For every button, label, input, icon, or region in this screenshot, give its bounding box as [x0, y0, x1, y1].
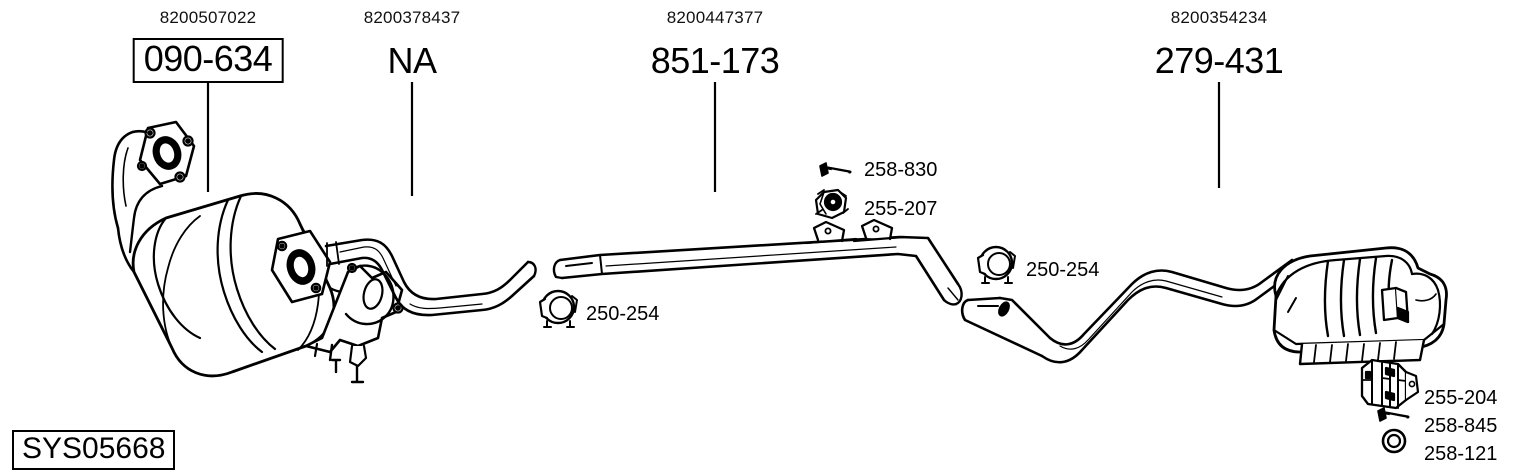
front-pipe-part [270, 229, 537, 317]
bolt-icon-258-845 [1377, 407, 1410, 422]
oem-number-front-pipe: 8200378437 [363, 8, 461, 27]
part-code-centre-pipe: 851-173 [650, 40, 780, 81]
hardware-code-258-845-rear: 258-845 [1424, 415, 1498, 437]
system-code-badge: SYS05668 [12, 430, 176, 470]
centre-pipe-part [552, 218, 963, 306]
rubber-mount-icon-255-204 [1360, 358, 1420, 410]
oem-number-centre-pipe: 8200447377 [666, 8, 764, 27]
pipe-clamp-icon-front [538, 289, 578, 328]
oem-number-catalytic-converter: 8200507022 [159, 8, 257, 27]
part-code-catalytic-converter: 090-634 [132, 38, 284, 83]
hardware-code-250-254-front-joint: 250-254 [586, 303, 660, 325]
part-code-rear-silencer: 279-431 [1154, 40, 1284, 81]
hanger-bracket-icon-255-207 [814, 188, 849, 220]
part-code-front-pipe: NA [387, 40, 437, 81]
hardware-code-258-830-centre: 258-830 [864, 159, 938, 181]
washer-icon-258-121 [1381, 428, 1407, 454]
oem-number-rear-silencer: 8200354234 [1170, 8, 1268, 27]
hardware-code-258-121-rear: 258-121 [1424, 443, 1498, 465]
hardware-code-255-204-rear: 255-204 [1424, 387, 1498, 409]
pipe-clamp-icon-rear [976, 245, 1016, 284]
rear-silencer-part [960, 246, 1448, 366]
hardware-code-250-254-rear-joint: 250-254 [1026, 259, 1100, 281]
bolt-icon-258-830 [819, 162, 852, 177]
hardware-code-255-207-centre: 255-207 [864, 198, 938, 220]
catalytic-converter-part [111, 120, 404, 384]
